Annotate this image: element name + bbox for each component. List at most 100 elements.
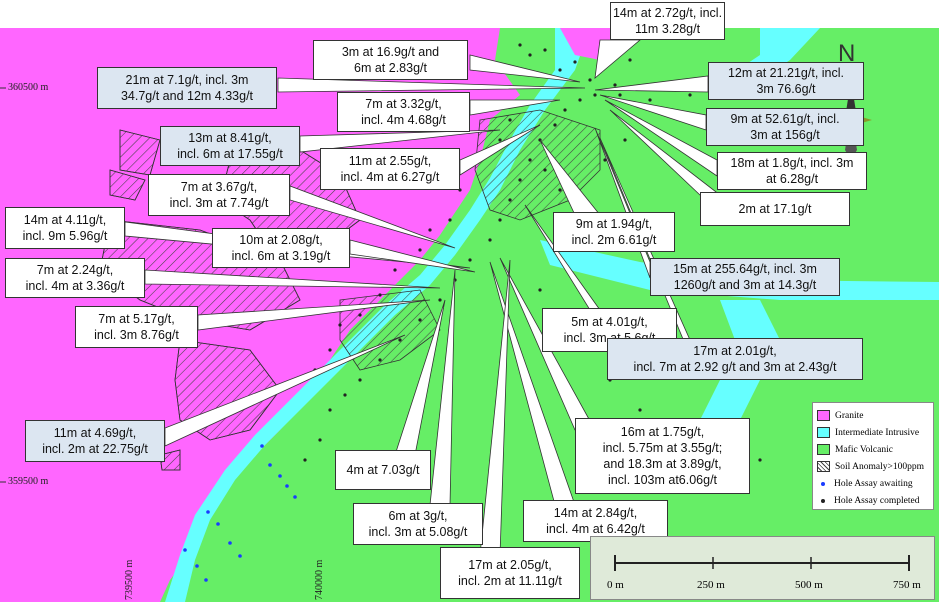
callout-line: incl. 2m 6.61g/t: [571, 233, 657, 247]
callout-line: 4m at 7.03g/t: [346, 463, 420, 477]
x-coord-right: 740000 m: [314, 559, 325, 600]
callout-line: 17m at 2.01g/t,: [693, 344, 777, 358]
assay-callout: 4m at 7.03g/t: [335, 450, 431, 490]
callout-line: incl. 6m at 3.19g/t: [231, 249, 331, 263]
callout-line: 14m at 4.11g/t,: [23, 213, 107, 227]
assay-callout: 9m at 52.61g/t, incl. 3m at 156g/t: [706, 108, 864, 146]
assay-callout: 17m at 2.01g/t, incl. 7m at 2.92 g/t and …: [607, 338, 863, 380]
callout-line: 15m at 255.64g/t, incl. 3m: [673, 262, 817, 276]
callout-line: 5m at 4.01g/t,: [571, 315, 648, 329]
legend-label: Hole Assay completed: [834, 495, 920, 506]
callout-line: 3m at 16.9g/t and: [341, 45, 440, 59]
assay-callout: 11m at 4.69g/t, incl. 2m at 22.75g/t: [25, 420, 165, 462]
assay-callout: 2m at 17.1g/t: [700, 192, 850, 226]
callout-line: 10m at 2.08g/t,: [239, 233, 323, 247]
assay-callout: 14m at 2.72g/t, incl. 11m 3.28g/t: [610, 2, 725, 40]
callout-line: 9m at 1.94g/t,: [575, 217, 653, 231]
callout-line: 12m at 21.21g/t, incl.: [727, 66, 845, 80]
scale-bar-graphic: [614, 555, 910, 571]
scale-label-250: 250 m: [697, 579, 725, 591]
legend-label: Soil Anomaly>100ppm: [835, 461, 925, 472]
x-coord-left: 739500 m: [124, 559, 135, 600]
legend-item: Intermediate Intrusive: [817, 424, 929, 441]
callout-line: incl. 9m 5.96g/t: [22, 229, 108, 243]
assay-callout: 17m at 2.05g/t, incl. 2m at 11.11g/t: [440, 547, 580, 599]
callout-line: 17m at 2.05g/t,: [468, 558, 552, 572]
callout-line: incl. 7m at 2.92 g/t and 3m at 2.43g/t: [633, 360, 837, 374]
callout-line: 1260g/t and 3m at 14.3g/t: [673, 278, 817, 292]
callout-line: 14m at 2.72g/t, incl.: [612, 6, 723, 20]
callout-line: incl. 3m 8.76g/t: [94, 328, 179, 342]
callout-line: 9m at 52.61g/t, incl.: [730, 112, 840, 126]
assay-callout: 15m at 255.64g/t, incl. 3m 1260g/t and 3m…: [650, 258, 840, 296]
assay-callout: 13m at 8.41g/t, incl. 6m at 17.55g/t: [160, 126, 300, 166]
callout-line: 6m at 3g/t,: [388, 509, 448, 523]
assay-callout: 18m at 1.8g/t, incl. 3m at 6.28g/t: [717, 152, 867, 190]
callout-line: 11m at 2.55g/t,: [348, 154, 432, 168]
assay-callout: 6m at 3g/t, incl. 3m at 5.08g/t: [353, 503, 483, 545]
assay-callout: 11m at 2.55g/t, incl. 4m at 6.27g/t: [320, 148, 460, 190]
callout-line: 11m at 4.69g/t,: [53, 426, 137, 440]
legend-label: Mafic Volcanic: [835, 444, 893, 455]
callout-line: and 18.3m at 3.89g/t,: [603, 457, 722, 471]
scale-label-500: 500 m: [795, 579, 823, 591]
callout-line: 14m at 2.84g/t,: [553, 506, 638, 520]
assay-callout: 9m at 1.94g/t, incl. 2m 6.61g/t: [553, 212, 675, 252]
callout-line: incl. 4m 4.68g/t: [361, 113, 446, 127]
callout-line: 21m at 7.1g/t, incl. 3m: [125, 73, 249, 87]
legend-swatch-icon: [817, 410, 830, 421]
callout-line: incl. 2m at 11.11g/t: [458, 574, 562, 588]
callout-line: incl. 5.75m at 3.55g/t;: [602, 441, 723, 455]
legend-swatch-icon: [817, 461, 830, 472]
scale-bar: 0 m 250 m 500 m 750 m: [590, 536, 935, 600]
scale-label-750: 750 m: [893, 579, 921, 591]
assay-callout: 10m at 2.08g/t, incl. 6m at 3.19g/t: [212, 228, 350, 268]
y-coord-lower: 359500 m: [8, 476, 49, 487]
assay-callout: 3m at 16.9g/t and 6m at 2.83g/t: [313, 40, 468, 80]
legend-dot-icon: [821, 481, 825, 486]
legend-dot-icon: [821, 498, 825, 503]
drill-holes-awaiting: [183, 444, 297, 582]
callout-line: 18m at 1.8g/t, incl. 3m: [730, 156, 854, 170]
legend-label: Granite: [835, 410, 864, 421]
callout-line: 2m at 17.1g/t: [738, 202, 812, 216]
callout-line: 13m at 8.41g/t,: [188, 131, 272, 145]
callout-line: incl. 2m at 22.75g/t: [42, 442, 148, 456]
assay-callout: 14m at 4.11g/t, incl. 9m 5.96g/t: [5, 207, 125, 249]
legend-item: Granite: [817, 407, 929, 424]
callout-line: at 6.28g/t: [765, 172, 819, 186]
callout-line: 11m 3.28g/t: [634, 22, 701, 36]
callout-line: incl. 103m at6.06g/t: [607, 473, 718, 487]
callout-line: incl. 3m at 7.74g/t: [169, 196, 269, 210]
scale-label-0: 0 m: [607, 579, 624, 591]
legend-item: Hole Assay awaiting: [817, 475, 929, 492]
legend-label: Intermediate Intrusive: [835, 427, 920, 438]
callout-line: 7m at 3.67g/t,: [180, 180, 258, 194]
white-margin-top: [0, 0, 939, 28]
assay-callout: 7m at 5.17g/t, incl. 3m 8.76g/t: [75, 306, 198, 348]
callout-line: 3m 76.6g/t: [756, 82, 816, 96]
callout-line: 6m at 2.83g/t: [354, 61, 427, 75]
assay-callout: 7m at 3.67g/t, incl. 3m at 7.74g/t: [148, 174, 290, 216]
assay-callout: 7m at 2.24g/t, incl. 4m at 3.36g/t: [5, 258, 145, 298]
legend-swatch-icon: [817, 427, 830, 438]
legend-swatch-icon: [817, 444, 830, 455]
callout-line: incl. 6m at 17.55g/t: [177, 147, 283, 161]
assay-callout: 7m at 3.32g/t, incl. 4m 4.68g/t: [337, 92, 470, 132]
callout-line: 3m at 156g/t: [750, 128, 820, 142]
callout-line: 34.7g/t and 12m 4.33g/t: [120, 89, 254, 103]
assay-callout: 16m at 1.75g/t,incl. 5.75m at 3.55g/t;an…: [575, 418, 750, 494]
callout-line: incl. 4m at 3.36g/t: [25, 279, 125, 293]
callout-line: incl. 4m at 6.27g/t: [340, 170, 440, 184]
y-coord-upper: 360500 m: [8, 82, 49, 93]
north-label: N: [838, 40, 856, 67]
legend-label: Hole Assay awaiting: [834, 478, 913, 489]
callout-line: 7m at 2.24g/t,: [36, 263, 114, 277]
callout-line: incl. 3m at 5.08g/t: [368, 525, 468, 539]
assay-callout: 12m at 21.21g/t, incl. 3m 76.6g/t: [708, 62, 864, 100]
legend-item: Mafic Volcanic: [817, 441, 929, 458]
callout-line: 7m at 3.32g/t,: [365, 97, 442, 111]
assay-callout: 21m at 7.1g/t, incl. 3m 34.7g/t and 12m 4…: [97, 67, 277, 109]
callout-line: 7m at 5.17g/t,: [98, 312, 175, 326]
